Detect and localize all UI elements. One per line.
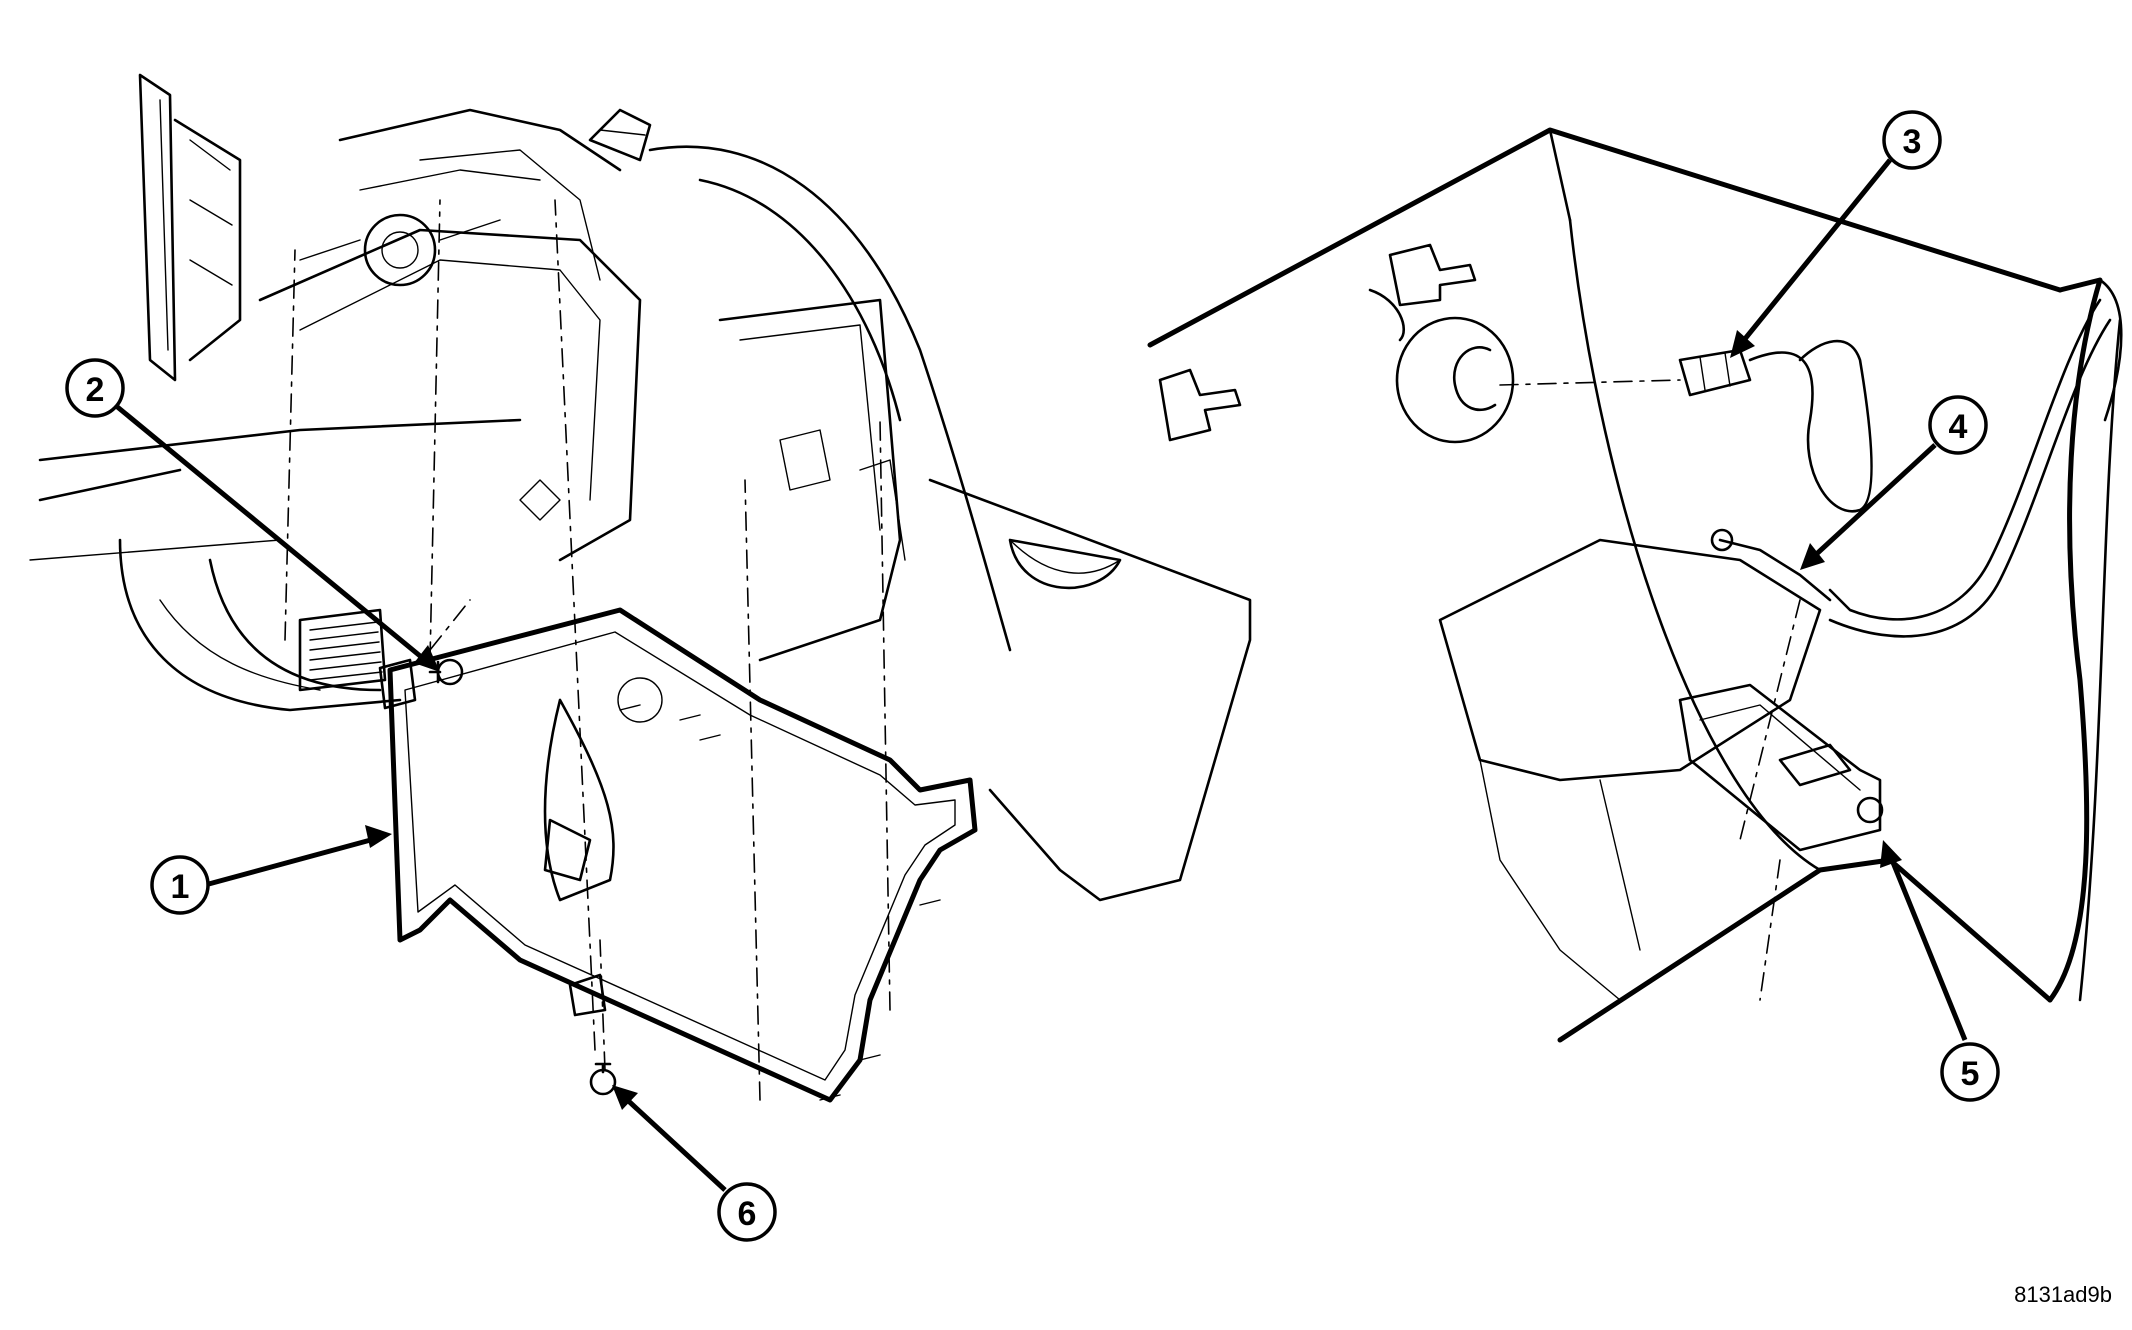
callout-5-label: 5 xyxy=(1961,1055,1980,1093)
lower-trim-panel xyxy=(378,607,978,1103)
sensor-module xyxy=(1678,683,1884,852)
callout-2-label: 2 xyxy=(86,371,105,409)
callout-6: 6 xyxy=(717,1182,777,1242)
callout-1: 1 xyxy=(150,855,210,915)
dash-structure xyxy=(29,73,1252,902)
callout-2: 2 xyxy=(65,358,125,418)
callout-5: 5 xyxy=(1940,1042,2000,1102)
callout-1-label: 1 xyxy=(171,868,190,906)
callout-6-label: 6 xyxy=(738,1195,757,1233)
callout-3-label: 3 xyxy=(1903,123,1922,161)
callout-4: 4 xyxy=(1928,395,1988,455)
callout-leaders xyxy=(113,158,1968,1192)
vent-grille xyxy=(298,608,387,692)
push-pin-fastener-2 xyxy=(428,658,464,686)
sensor-connector xyxy=(1678,339,1873,513)
under-dash-view xyxy=(1147,127,2123,1043)
callout-4-label: 4 xyxy=(1949,408,1968,446)
sensor-cable xyxy=(1710,298,2112,638)
push-pin-fastener-6 xyxy=(589,1062,617,1096)
alignment-lines-left xyxy=(284,199,891,1101)
callout-3: 3 xyxy=(1882,110,1942,170)
figure-id: 8131ad9b xyxy=(2014,1282,2112,1307)
